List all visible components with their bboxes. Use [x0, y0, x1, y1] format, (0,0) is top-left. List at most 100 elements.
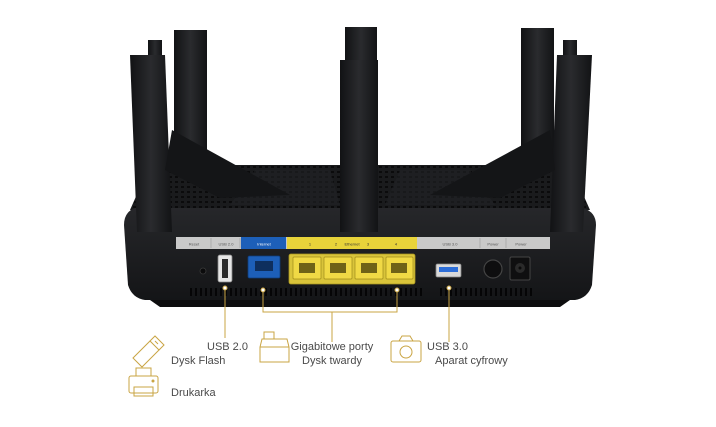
panel-label-usb2: USB 2.0: [219, 242, 235, 247]
vent-slot: [255, 288, 257, 296]
port-panel: [199, 253, 531, 285]
vent-slot: [410, 288, 412, 296]
vent-slot: [240, 288, 242, 296]
reset-button: [199, 267, 207, 275]
antenna: [550, 55, 592, 232]
internet-label-bg: [241, 237, 286, 249]
antenna: [130, 55, 172, 232]
vent-slot: [340, 288, 342, 296]
printer-icon: [128, 367, 159, 397]
callout-usb3-title: USB 3.0: [427, 341, 468, 353]
vent-slot: [235, 288, 237, 296]
vent-slot: [465, 288, 467, 296]
vent-slot: [350, 288, 352, 296]
vent-slot: [285, 288, 287, 296]
vent-slot: [205, 288, 207, 296]
vent-slot: [295, 288, 297, 296]
panel-label-port3: 3: [367, 242, 370, 247]
vent-slot: [245, 288, 247, 296]
vent-slot: [480, 288, 482, 296]
vent-slot: [250, 288, 252, 296]
callout-ethernet-item: Dysk twardy: [302, 355, 362, 367]
panel-label-reset: Reset: [189, 242, 200, 247]
vent-slot: [315, 288, 317, 296]
vent-slot: [210, 288, 212, 296]
vent-slot: [305, 288, 307, 296]
vent-slot: [490, 288, 492, 296]
vent-slot: [470, 288, 472, 296]
vent-slot: [405, 288, 407, 296]
vent-slot: [455, 288, 457, 296]
vent-slot: [225, 288, 227, 296]
vent-slot: [460, 288, 462, 296]
vent-slot: [260, 288, 262, 296]
vent-slot: [485, 288, 487, 296]
vent-slot: [495, 288, 497, 296]
vent-slot: [530, 288, 532, 296]
panel-label-ethernet: Ethernet: [344, 242, 360, 247]
vent-slot: [390, 288, 392, 296]
vent-slot: [445, 288, 447, 296]
vent-slot: [365, 288, 367, 296]
vent-slot: [215, 288, 217, 296]
vent-slot: [195, 288, 197, 296]
vent-slots: [190, 288, 532, 296]
vent-slot: [380, 288, 382, 296]
panel-label-usb3: USB 3.0: [443, 242, 459, 247]
vent-slot: [265, 288, 267, 296]
vent-slot: [515, 288, 517, 296]
vent-slot: [280, 288, 282, 296]
vent-slot: [415, 288, 417, 296]
panel-label-internet: Internet: [257, 242, 271, 247]
vent-slot: [450, 288, 452, 296]
power-switch: [483, 259, 503, 279]
vent-slot: [375, 288, 377, 296]
flash-drive-icon: [132, 335, 165, 368]
vent-slot: [300, 288, 302, 296]
vent-slot: [520, 288, 522, 296]
vent-slot: [500, 288, 502, 296]
hard-drive-icon: [259, 331, 290, 363]
callout-usb3-item: Aparat cyfrowy: [435, 355, 508, 367]
vent-slot: [330, 288, 332, 296]
vent-slot: [335, 288, 337, 296]
vent-slot: [385, 288, 387, 296]
vent-slot: [345, 288, 347, 296]
vent-slot: [400, 288, 402, 296]
vent-slot: [440, 288, 442, 296]
callout-ethernet-title: Gigabitowe porty: [290, 341, 374, 353]
vent-slot: [525, 288, 527, 296]
vent-slot: [420, 288, 422, 296]
vent-slot: [370, 288, 372, 296]
vent-slot: [360, 288, 362, 296]
callout-usb2-title: USB 2.0: [207, 341, 248, 353]
ethernet-label-bg: [287, 237, 417, 249]
panel-label-port4: 4: [395, 242, 398, 247]
panel-label-port1: 1: [309, 242, 312, 247]
panel-label-power-switch: Power: [487, 242, 499, 247]
vent-slot: [200, 288, 202, 296]
vent-slot: [320, 288, 322, 296]
panel-label-port2: 2: [335, 242, 338, 247]
vent-slot: [270, 288, 272, 296]
vent-slot: [475, 288, 477, 296]
vent-slot: [325, 288, 327, 296]
antenna: [340, 60, 378, 232]
vent-slot: [220, 288, 222, 296]
camera-icon: [390, 335, 422, 363]
panel-label-power: Power: [515, 242, 527, 247]
vent-slot: [190, 288, 192, 296]
vent-slot: [230, 288, 232, 296]
vent-slot: [505, 288, 507, 296]
antennas-front: [130, 55, 592, 232]
vent-slot: [275, 288, 277, 296]
callout-printer-item: Drukarka: [171, 387, 216, 399]
vent-slot: [510, 288, 512, 296]
callout-lines: [222, 285, 452, 342]
vent-slot: [290, 288, 292, 296]
vent-slot: [310, 288, 312, 296]
callout-usb2-item: Dysk Flash: [171, 355, 226, 367]
port-label-strip: Reset USB 2.0 Internet 1 2 Ethernet 3 4 …: [176, 237, 550, 249]
vent-slot: [355, 288, 357, 296]
